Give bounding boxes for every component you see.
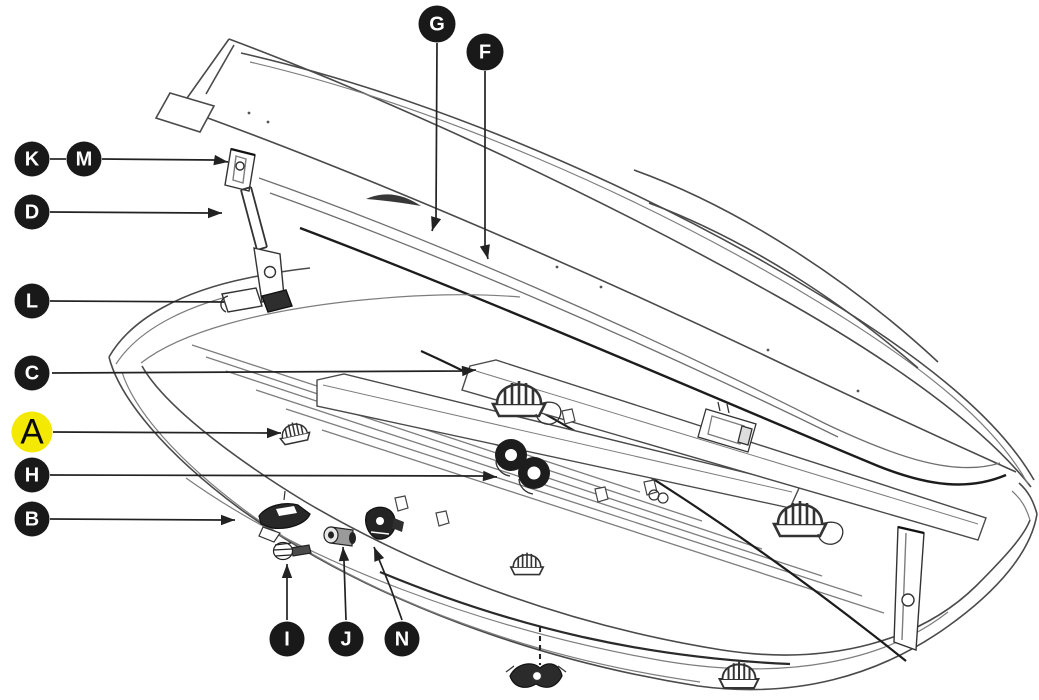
plank-right-inner [475, 370, 979, 525]
wheel-rollers [495, 439, 550, 495]
clamp-knob-right-foot [817, 521, 844, 545]
latch-n-hub [376, 517, 384, 525]
base-right-tip-arc-1 [1018, 482, 1038, 515]
latch-b-slot [276, 506, 297, 516]
lid-rail-strip-2 [269, 192, 839, 438]
strut-arm [240, 186, 268, 251]
plug-i-ribs [273, 542, 293, 557]
leader-arrowhead-I [281, 564, 293, 578]
strut-link-dark [261, 289, 293, 313]
leader-arrowhead-H [482, 470, 497, 482]
plank-left [316, 373, 801, 509]
clamp-knob-a [276, 418, 312, 447]
strut-upper-hinge-dark-edge [230, 147, 256, 157]
base-right-tip-arc-2 [1011, 490, 1031, 521]
strut-foot-bracket [221, 287, 263, 313]
lock-j-keyhole [328, 531, 334, 539]
leader-arrowhead-D [208, 207, 222, 219]
leader-arrowhead-J [338, 547, 350, 562]
base-opening-near-lip [141, 365, 1031, 656]
lid-far-shell [240, 52, 1035, 481]
leader-arrowhead-G [431, 216, 442, 231]
lid-lip-stub [154, 92, 216, 133]
bottom-mount-part [505, 663, 567, 688]
base-bottom-inner-band [185, 477, 949, 670]
strut-foot-hook [220, 295, 229, 313]
leader-M [101, 158, 229, 163]
latch-b [258, 503, 311, 529]
strut-link-pivot [263, 265, 277, 279]
leader-G [431, 42, 438, 232]
rim-clips [394, 408, 669, 527]
lid-rivet-dots [247, 111, 860, 393]
plank-right [461, 359, 987, 541]
lid-inner-panel-curve-2 [648, 202, 919, 369]
leader-B [49, 518, 235, 521]
leader-arrowhead-N [374, 547, 385, 562]
tension-bracket [697, 401, 757, 453]
lid-inner-panel-curve-1 [633, 169, 939, 363]
leader-H [49, 474, 498, 478]
lid-dark-sliver [366, 194, 421, 206]
latch-parts [258, 490, 404, 561]
base-opening-far-lip [140, 294, 521, 364]
leader-arrowhead-B [221, 514, 235, 526]
lid-far-shell-inner [249, 61, 1029, 485]
latch-n-slot [370, 531, 390, 535]
clamp-knob-small [509, 551, 545, 576]
lid-tip-inner [205, 44, 235, 95]
leader-A [52, 431, 281, 434]
double-ring-part [648, 489, 669, 504]
lid-bottom-edge [179, 107, 1017, 473]
leader-N [373, 546, 403, 621]
leader-L [49, 300, 225, 303]
leader-arrowhead-C [461, 365, 476, 377]
lock-j-backcap [349, 532, 356, 544]
clamp-knobs [276, 379, 844, 689]
lid-top-edge [228, 38, 1032, 488]
strut-upper-pivot [235, 161, 245, 171]
leader-lines [49, 42, 542, 665]
lid-lifter-right [893, 525, 925, 651]
base-front-dark-edge [379, 570, 791, 666]
clamp-knob-center-foot [535, 401, 562, 425]
latch-b-pin [283, 490, 286, 501]
lid-shell [154, 38, 1035, 488]
base-far-rim [108, 267, 311, 358]
plank-left-inner [322, 384, 793, 493]
leader-C [51, 369, 477, 374]
latch-b-foot [258, 526, 281, 543]
base-tub [108, 267, 1038, 691]
lid-strut-left [220, 147, 293, 313]
latch-n-wing [392, 518, 404, 532]
mounting-planks [316, 359, 987, 541]
leader-arrowhead-M [213, 154, 228, 166]
clamp-knob-bottom [718, 660, 760, 689]
base-front-outer-edge [108, 356, 1038, 691]
plug-i-stem [290, 544, 312, 557]
lid-dark-rail [299, 226, 1007, 486]
leader-D [49, 211, 222, 214]
leader-arrowhead-A [267, 427, 281, 439]
leader-arrowhead-F [479, 244, 490, 259]
lid-rail-strip-1 [258, 177, 1001, 469]
